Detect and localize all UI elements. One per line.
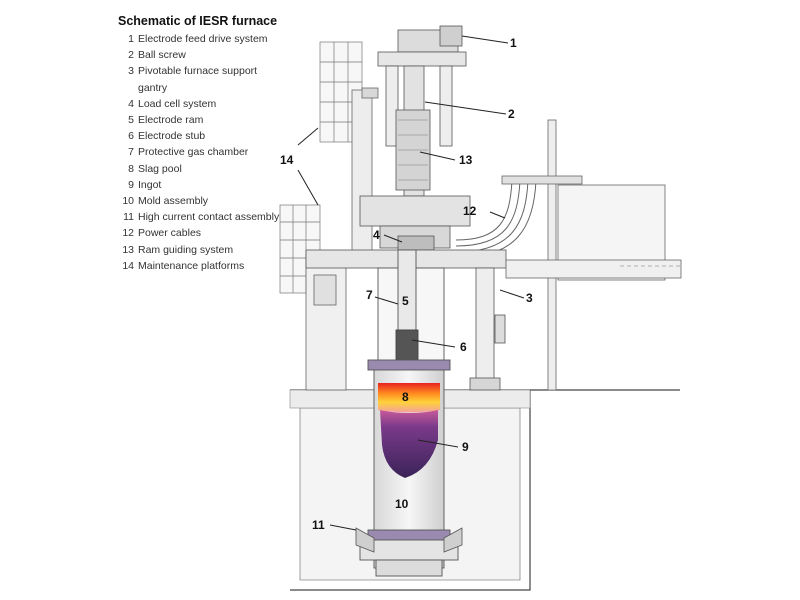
legend-title: Schematic of IESR furnace: [118, 14, 278, 28]
ingot: [380, 410, 438, 478]
carriage-frame: [359, 195, 471, 251]
legend-num: 8: [128, 162, 134, 175]
legend: Schematic of IESR furnace 1 Electrode fee…: [118, 14, 288, 274]
legend-item: 5 Electrode ram: [118, 112, 288, 128]
legend-item: 7 Protective gas chamber: [118, 144, 288, 160]
legend-item: 6 Electrode stub: [118, 128, 288, 144]
legend-item: 12 Power cables: [118, 225, 288, 241]
leader-11: [329, 524, 357, 531]
legend-label: Mold assembly: [138, 195, 209, 208]
legend-num: 10: [122, 195, 134, 208]
leader-9: [417, 439, 459, 448]
legend-label: Maintenance platforms: [138, 259, 245, 272]
callout-11: 11: [312, 518, 325, 532]
legend-num: 11: [123, 211, 134, 224]
callout-6: 6: [460, 340, 467, 354]
callout-9: 9: [462, 440, 469, 454]
legend-num: 6: [128, 130, 134, 143]
legend-item: 3 Pivotable furnace support gantry: [118, 63, 288, 95]
legend-label: Ram guiding system: [138, 243, 234, 256]
callout-14: 14: [280, 153, 294, 167]
legend-num: 7: [128, 146, 134, 159]
legend-label: Ingot: [138, 178, 162, 191]
legend-num: 9: [128, 178, 134, 191]
callout-10: 10: [395, 497, 409, 511]
legend-item: 1 Electrode feed drive system: [118, 31, 288, 47]
callout-12: 12: [463, 204, 477, 218]
callout-labels: 1 2 3 4 5 6 7 8 9 10 11 12 13 14: [280, 36, 533, 532]
legend-item: 9 Ingot: [118, 177, 288, 193]
electrode-feed-drive: [377, 25, 467, 147]
legend-label: Electrode feed drive system: [138, 33, 268, 45]
legend-num: 5: [128, 114, 134, 127]
callout-1: 1: [510, 36, 517, 50]
high-current-contact: [355, 527, 463, 553]
leader-6: [411, 339, 456, 348]
legend-label: Pivotable furnace support gantry: [138, 65, 258, 94]
leader-12: [489, 211, 506, 219]
legend-item: 14 Maintenance platforms: [118, 258, 288, 274]
leader-4: [383, 234, 403, 243]
callout-2: 2: [508, 107, 515, 121]
callout-3: 3: [526, 291, 533, 305]
legend-label: Slag pool: [138, 162, 182, 175]
legend-label: Load cell system: [138, 97, 217, 110]
legend-item: 4 Load cell system: [118, 96, 288, 112]
callout-7: 7: [366, 288, 373, 302]
legend-num: 12: [122, 227, 134, 240]
callout-5: 5: [402, 294, 409, 308]
legend-num: 4: [128, 97, 134, 110]
legend-num: 2: [128, 49, 134, 62]
legend-item: 11 High current contact assembly: [118, 209, 288, 225]
legend-num: 14: [122, 259, 134, 272]
leader-1: [461, 35, 509, 44]
callout-4: 4: [373, 228, 380, 242]
support-column: [305, 87, 379, 391]
callout-8: 8: [402, 390, 409, 404]
legend-num: 3: [128, 65, 134, 78]
callout-13: 13: [459, 153, 473, 167]
legend-num: 1: [128, 33, 134, 45]
foundation-pit: [289, 389, 680, 591]
legend-item: 2 Ball screw: [118, 47, 288, 63]
legend-label: Ball screw: [138, 49, 186, 62]
legend-label: Electrode ram: [138, 114, 204, 127]
legend-num: 13: [122, 243, 134, 256]
ball-screw: [395, 65, 431, 197]
cable-tower: [501, 119, 682, 391]
legend-item: 13 Ram guiding system: [118, 242, 288, 258]
leader-14-lower: [297, 169, 319, 206]
legend-label: High current contact assembly: [138, 211, 280, 224]
leader-13: [419, 151, 456, 161]
slag-pool: [378, 383, 440, 413]
legend-label: Electrode stub: [138, 130, 206, 143]
legend-list: 1 Electrode feed drive system 2 Ball screw…: [118, 31, 288, 274]
legend-label: Power cables: [138, 227, 202, 240]
legend-item: 8 Slag pool: [118, 161, 288, 177]
leader-3: [499, 289, 525, 299]
leader-lines: [297, 35, 525, 531]
legend-item: 10 Mold assembly: [118, 193, 288, 209]
leader-7: [374, 296, 399, 305]
leader-14-upper: [297, 127, 319, 146]
leader-2: [424, 101, 507, 115]
legend-label: Protective gas chamber: [138, 146, 249, 159]
